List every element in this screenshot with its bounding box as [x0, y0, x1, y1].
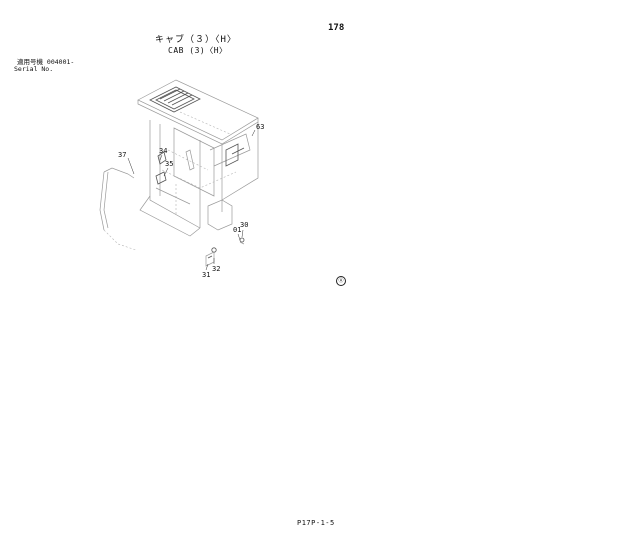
serial-number-label-english: Serial No. — [14, 65, 54, 73]
side-rail-part — [99, 167, 137, 251]
callout-01: 01 — [233, 226, 242, 234]
cab-frame — [139, 120, 259, 237]
circled-a-symbol: Ⓐ — [336, 276, 346, 286]
page-title-english: CAB (3)〈H〉 — [168, 46, 228, 55]
page-title-japanese: キャブ（３）〈H〉 — [155, 35, 237, 45]
callout-35: 35 — [165, 160, 174, 168]
callout-34: 34 — [159, 147, 168, 155]
hardware-parts — [205, 237, 245, 267]
page-number: 178 — [328, 23, 345, 33]
roof-panel — [137, 79, 259, 145]
serial-number-label-japanese: 適用号機 004001- — [17, 58, 75, 66]
callout-32: 32 — [212, 265, 221, 273]
callout-31: 31 — [202, 271, 211, 279]
callout-63: 63 — [256, 123, 265, 131]
footer-page-code: P17P-1-5 — [297, 519, 335, 527]
leader-lines — [127, 129, 256, 271]
callout-37: 37 — [118, 151, 127, 159]
callout-30: 30 — [240, 221, 249, 229]
